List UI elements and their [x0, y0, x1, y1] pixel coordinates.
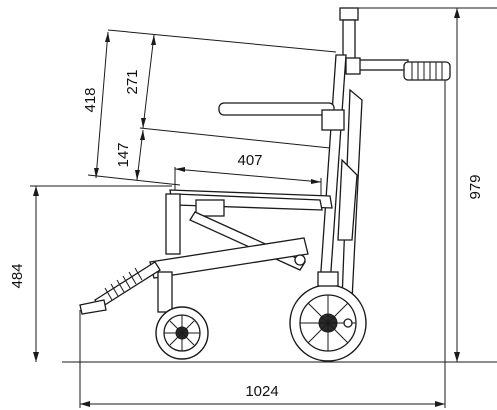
arrow-271-top [151, 35, 156, 45]
label-147: 147 [115, 142, 132, 167]
armrest [218, 102, 335, 116]
label-407: 407 [237, 152, 262, 169]
arrow-147-top [140, 130, 145, 140]
rear-bolt [343, 318, 353, 328]
footplate [79, 299, 107, 315]
armrest-clamp [321, 109, 345, 131]
label-979: 979 [467, 174, 484, 199]
dim-271-line [142, 34, 155, 129]
front-post [165, 193, 181, 255]
arrow-418-top [105, 32, 110, 42]
dim-418-line [95, 31, 109, 179]
dim-407-line [174, 168, 322, 183]
caster-spokes [164, 315, 200, 351]
handle-grip [403, 61, 451, 81]
arrow-1024-left [80, 401, 90, 407]
arrow-271-bottom [141, 118, 146, 128]
caster-fork [157, 271, 173, 313]
label-1024: 1024 [245, 383, 278, 400]
ext-418-top [107, 29, 337, 53]
beam-pivot [294, 254, 306, 266]
arrow-407-left [175, 167, 185, 172]
handle-top-cap [339, 7, 359, 21]
arrow-484-top [33, 186, 39, 196]
brake-cover [337, 158, 358, 241]
dimension-lines [30, 7, 497, 408]
label-271: 271 [124, 69, 141, 94]
arrow-979-bottom [454, 352, 460, 362]
ext-271-bottom [139, 127, 331, 149]
arrow-418-bottom [94, 168, 99, 178]
handle-post-upper [342, 19, 356, 61]
handle-clamp [345, 57, 361, 75]
arrow-147-bottom [135, 170, 140, 180]
arrow-407-right [311, 179, 321, 184]
dimension-labels: 418 271 147 407 979 484 1024 [9, 69, 484, 400]
grip-ridges [411, 62, 443, 80]
wheelchair-drawing [79, 7, 451, 362]
axle-bracket [317, 271, 339, 287]
rear-spokes [300, 295, 356, 351]
arrow-484-bottom [33, 352, 39, 362]
arrow-979-top [454, 8, 460, 18]
label-484: 484 [9, 263, 26, 288]
label-418: 418 [82, 87, 99, 112]
footrest-spring [104, 267, 143, 301]
arrow-1024-right [435, 401, 445, 407]
ext-418-bottom [87, 174, 181, 186]
seat-bracket [195, 199, 225, 217]
